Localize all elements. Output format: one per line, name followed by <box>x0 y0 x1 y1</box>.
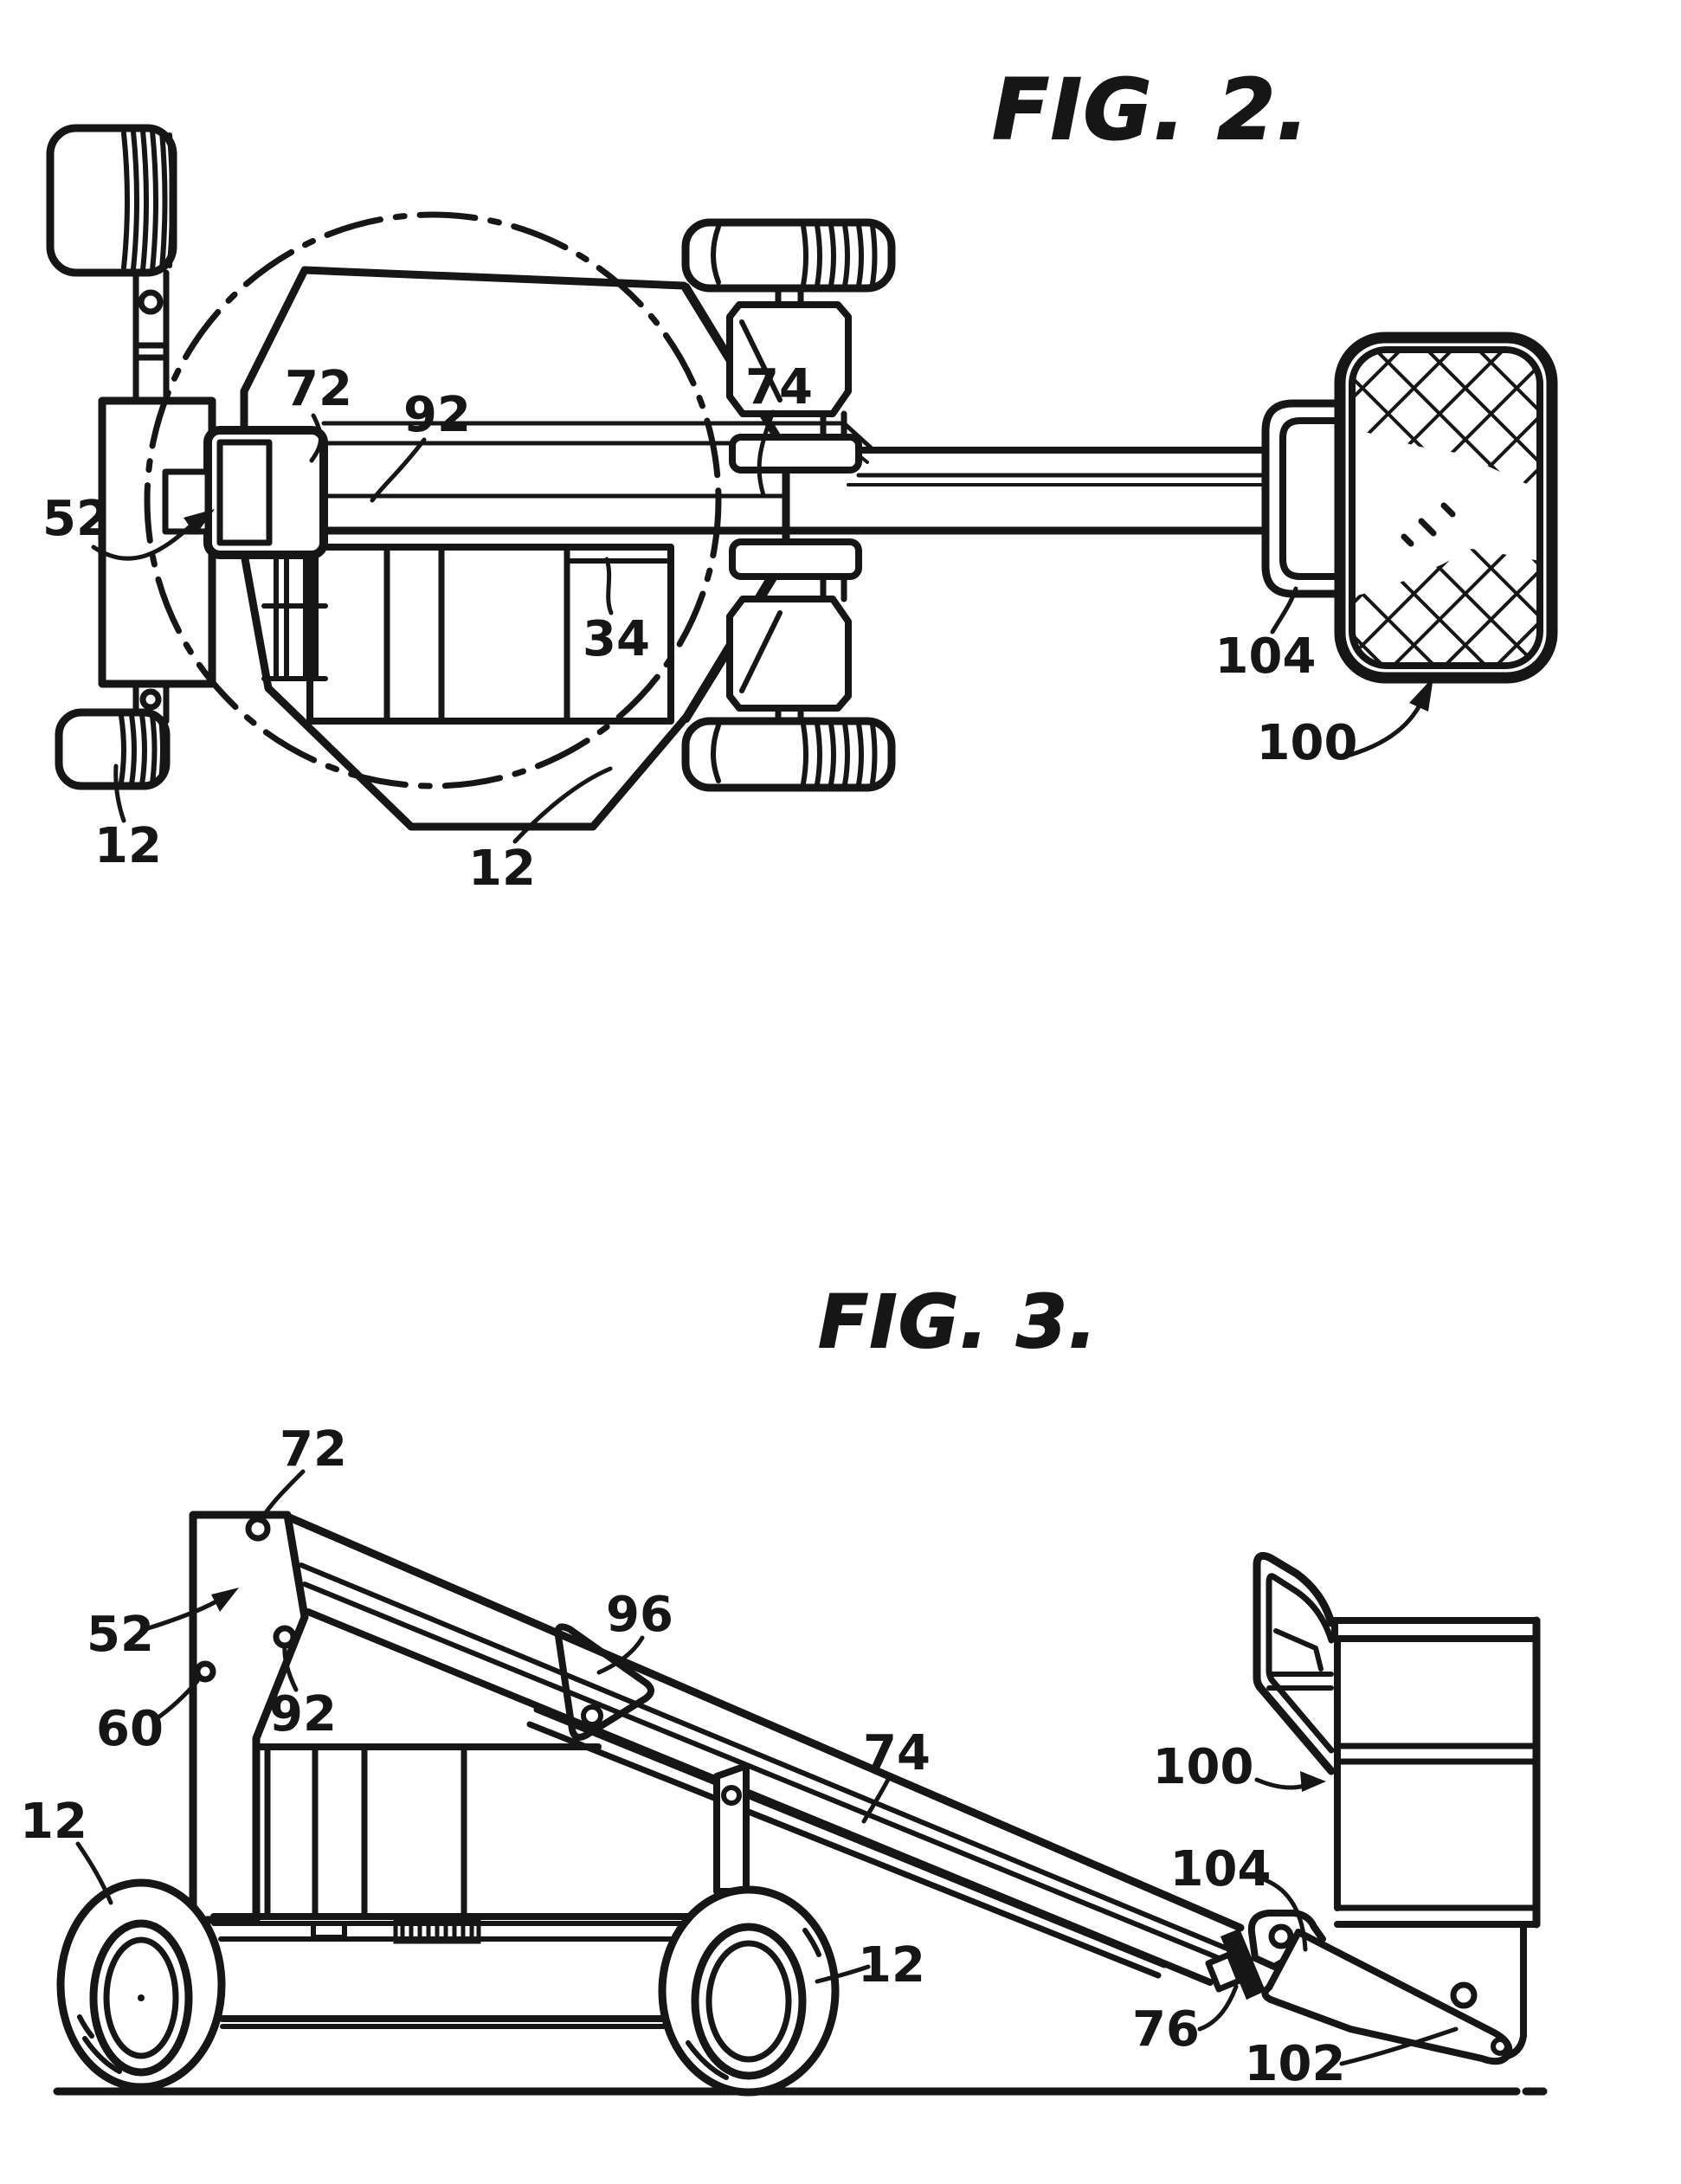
fig3-label-92: 92 <box>269 1686 337 1743</box>
fig3-leader-74 <box>861 1774 892 1824</box>
fig2-label-34: 34 <box>583 611 650 667</box>
fig2-wheel-top-left <box>46 124 177 277</box>
fig2-axle-pin-bottom <box>139 688 162 711</box>
fig3-lift-cylinder <box>526 1706 1168 1979</box>
fig3-leader-72 <box>258 1469 306 1524</box>
fig2-leader-72 <box>309 413 323 463</box>
fig2-wheel-top-right <box>681 218 896 293</box>
fig2-leader-104 <box>1270 586 1298 635</box>
fig3-arrowhead-52 <box>211 1588 239 1612</box>
fig3-leader-12b <box>815 1964 871 1984</box>
fig2-label-92: 92 <box>403 387 471 443</box>
fig2-annotations: 72 92 74 52 34 12 12 104 100 <box>42 359 1433 897</box>
fig3-leader-60 <box>153 1678 200 1722</box>
fig2-wheel-bottom-left <box>55 708 171 790</box>
fig2-label-52: 52 <box>42 491 110 547</box>
fig3-label-74: 74 <box>863 1725 931 1781</box>
fig3-wheel-front <box>56 1878 226 2091</box>
fig3-arrowhead-100 <box>1300 1771 1326 1792</box>
fig2-arrowhead-52 <box>184 509 215 535</box>
fig2-leader-12a <box>113 763 126 823</box>
fig2-label-100: 100 <box>1257 715 1358 771</box>
fig2-leader-34 <box>604 557 614 615</box>
fig2-axle-pin-top <box>138 289 164 315</box>
fig3-hole-60 <box>194 1660 216 1683</box>
fig3-label-100: 100 <box>1153 1739 1254 1795</box>
fig3-boom-end-bracket <box>1205 1910 1326 2000</box>
fig2-leader-74 <box>757 409 776 498</box>
fig2-drawing: 72 92 74 52 34 12 12 104 100 FIG. 2. <box>42 61 1558 897</box>
fig3-guard-rail <box>1253 1551 1336 1775</box>
fig2-label-104: 104 <box>1215 628 1317 685</box>
fig2-title: FIG. 2. <box>992 61 1310 158</box>
fig2-arrowhead-100 <box>1409 677 1433 712</box>
fig2-platform-basket <box>1334 332 1558 684</box>
fig3-label-52: 52 <box>87 1607 154 1663</box>
fig3-annotations: 72 52 60 92 96 74 100 104 12 12 76 102 <box>20 1421 1459 2092</box>
fig3-label-102: 102 <box>1245 2036 1346 2092</box>
fig2-wheel-assembly-bottom-right <box>681 538 896 792</box>
fig3-wheel-rear <box>658 1885 840 2097</box>
fig3-label-72: 72 <box>280 1421 347 1478</box>
fig2-basket-mesh <box>1355 352 1537 663</box>
fig2-pivot-assembly <box>162 426 328 681</box>
fig2-front-block <box>98 396 216 688</box>
fig3-chassis <box>210 1743 696 2029</box>
fig3-label-12a: 12 <box>20 1794 87 1850</box>
fig3-boom <box>283 1512 1245 1986</box>
fig3-label-104: 104 <box>1170 1841 1272 1897</box>
fig3-step-grille <box>393 1917 481 1944</box>
fig3-label-12b: 12 <box>858 1937 925 1994</box>
fig3-pivot-hole-72 <box>245 1516 271 1542</box>
fig3-leader-92 <box>282 1644 299 1692</box>
fig2-label-72: 72 <box>285 361 352 417</box>
fig3-drawing: 72 52 60 92 96 74 100 104 12 12 76 102 F… <box>20 1279 1548 2097</box>
fig3-label-76: 76 <box>1132 2001 1200 2058</box>
fig2-platform-handle <box>1261 399 1344 598</box>
fig3-leader-52 <box>143 1599 219 1632</box>
fig2-leader-92 <box>370 437 427 503</box>
fig3-platform-support-102 <box>1261 1921 1527 2065</box>
fig2-label-74: 74 <box>745 359 813 416</box>
fig2-label-12b: 12 <box>468 841 536 897</box>
fig3-leader-76 <box>1197 1984 1239 2032</box>
fig2-label-12a: 12 <box>94 818 162 874</box>
fig3-platform <box>1253 1551 1541 1929</box>
fig3-label-96: 96 <box>606 1587 673 1643</box>
fig3-leader-102 <box>1339 2026 1459 2066</box>
fig3-linkage-plate-96 <box>554 1623 654 1741</box>
fig3-link-bar <box>1220 1929 1266 2000</box>
fig2-wheel-bottom-right <box>681 717 896 792</box>
fig2-leader-52 <box>91 522 195 561</box>
fig2-leader-12b <box>512 766 613 844</box>
fig3-leader-96 <box>596 1635 645 1675</box>
fig3-title: FIG. 3. <box>818 1279 1098 1364</box>
fig3-boom-rest-post <box>713 1762 750 1895</box>
fig3-leader-12a <box>75 1841 113 1905</box>
fig3-leader-104 <box>1263 1878 1308 1952</box>
fig2-swing-circle <box>144 211 722 789</box>
fig3-label-60: 60 <box>96 1701 164 1757</box>
